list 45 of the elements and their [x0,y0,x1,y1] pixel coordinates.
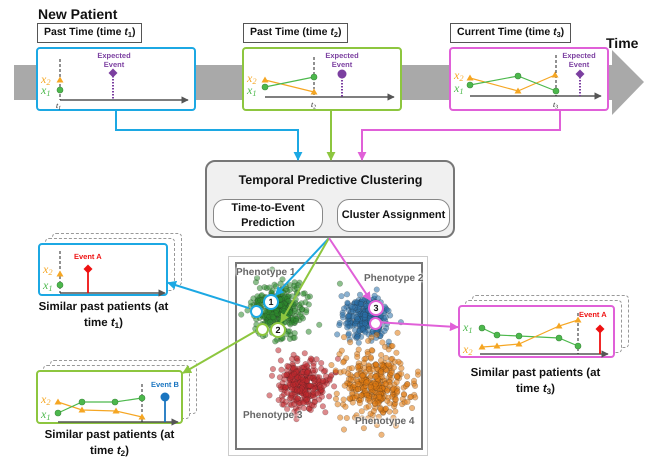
arrow [115,111,302,161]
arrow [280,238,330,323]
variable-label: x$_{2}$ [41,393,51,405]
variable-label: x$_{1}$ [41,84,51,96]
circle-marker [256,322,268,336]
variable-label: x$_{2}$ [43,263,53,275]
variable-label: x$_{1}$ [41,408,51,420]
arrow [358,111,561,161]
variable-label: x$_{1}$ [247,84,257,96]
process-box: Time-to-Event Prediction [213,199,323,232]
number-marker: 3 [368,300,384,316]
process-box: Cluster Assignment [337,199,450,232]
arrow [274,237,330,296]
arrow [328,237,372,302]
number-marker: 1 [263,294,279,310]
process-box [205,160,455,238]
arrow [380,321,459,332]
arrow [182,330,256,374]
variable-label: x$_{2}$ [41,73,51,85]
time-tick-label: t$_{1}$ [56,102,62,110]
panel-caption: Similar past patients (at time t$_{1}$) [38,300,170,332]
arrow [326,111,336,161]
variable-label: x$_{1}$ [463,321,473,333]
variable-label: x$_{2}$ [247,72,257,84]
axis-label: Time [606,35,638,51]
time-heading: Past Time (time t$_{1}$) [37,23,142,43]
arrow [167,280,250,310]
panel-caption: Similar past patients (at time t$_{3}$) [470,366,602,398]
chart-panel [36,370,183,424]
variable-label: x$_{1}$ [454,82,464,94]
box-title: Temporal Predictive Clustering [238,173,424,187]
time-heading: Current Time (time t$_{3}$) [450,23,572,43]
time-heading: Past Time (time t$_{2}$) [243,23,348,43]
chart-panel [38,243,168,296]
variable-label: x$_{2}$ [454,69,464,81]
number-marker: 2 [270,322,286,338]
variable-label: x$_{2}$ [463,343,473,355]
circle-marker [368,316,382,330]
time-tick-label: t$_{3}$ [553,101,558,109]
circle-marker [250,304,262,318]
chart-panel [458,305,615,358]
variable-label: x$_{1}$ [43,279,53,291]
time-tick-label: t$_{2}$ [311,101,316,109]
panel-caption: Similar past patients (at time t$_{2}$) [44,428,176,460]
section-title: New Patient [38,6,118,22]
